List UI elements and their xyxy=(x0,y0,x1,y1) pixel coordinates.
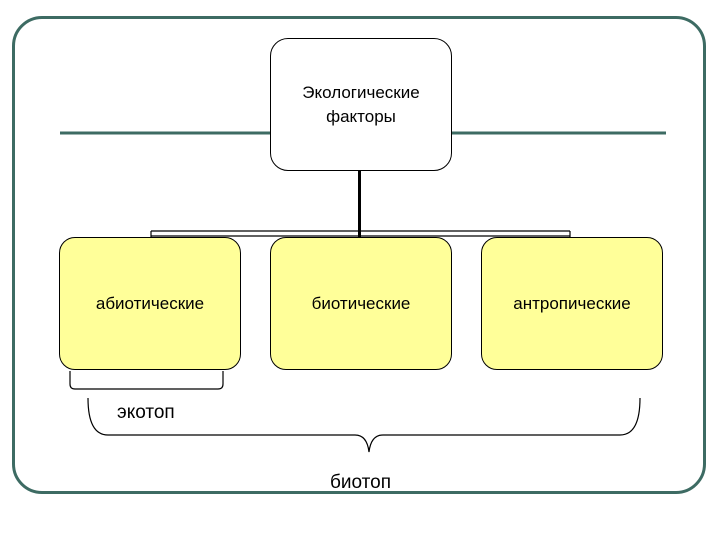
child-node-anthropic: антропические xyxy=(481,237,663,370)
child-node-biotic-label: биотические xyxy=(311,293,411,313)
ecotope-label: экотоп xyxy=(117,402,175,423)
child-node-biotic: биотические xyxy=(270,237,452,370)
child-node-anthropic-label: антропические xyxy=(513,293,631,313)
biotope-label: биотоп xyxy=(330,472,391,493)
trunk-line xyxy=(358,170,361,237)
brace-large xyxy=(87,397,641,453)
root-node: Экологические факторы xyxy=(270,38,452,171)
child-node-abiotic: абиотические xyxy=(59,237,241,370)
child-node-abiotic-label: абиотические xyxy=(95,293,205,313)
root-node-label: Экологические факторы xyxy=(302,82,420,126)
slide-frame xyxy=(12,16,706,494)
brace-small xyxy=(69,371,224,390)
